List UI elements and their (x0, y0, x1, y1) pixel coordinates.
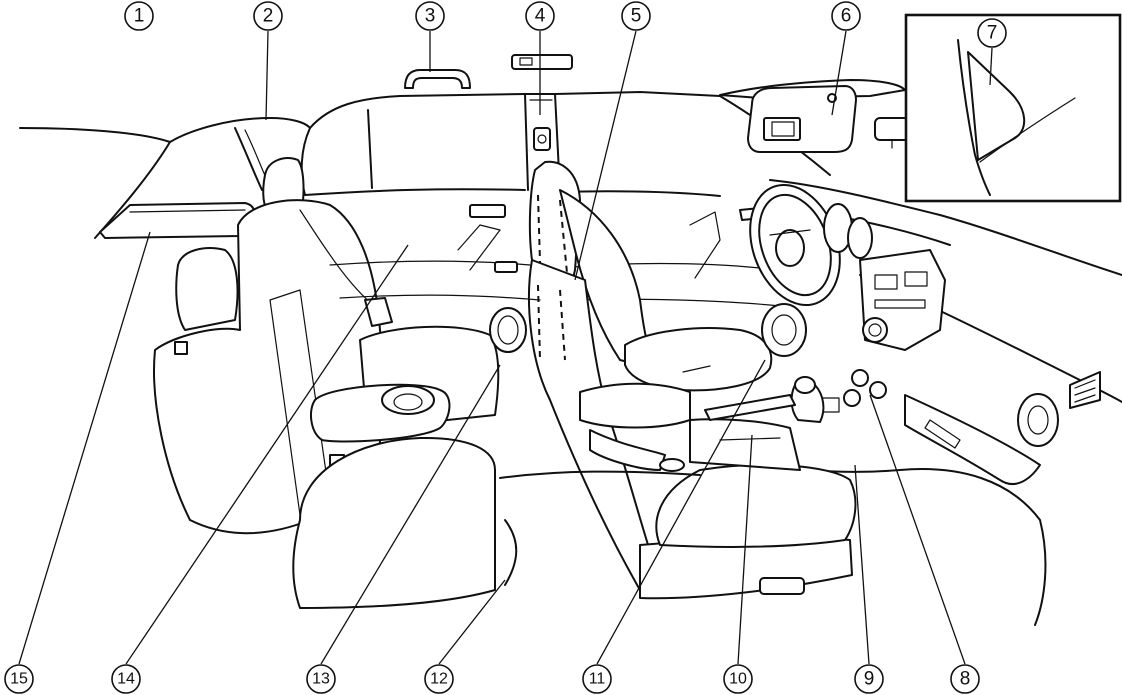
callout-1-label: 1 (134, 6, 145, 27)
center-console-panel (814, 249, 946, 413)
front-cup-holder (659, 458, 685, 472)
instrument-cluster (823, 203, 873, 259)
callout-8-label: 8 (960, 669, 971, 690)
front-passenger-seat (528, 259, 857, 600)
callout-3: 3 (415, 1, 445, 31)
callout-9-label: 9 (864, 669, 875, 690)
callout-7: 7 (977, 18, 1007, 48)
callout-9: 9 (854, 664, 884, 694)
rear-parcel-shelf (99, 202, 256, 239)
glove-box-area (904, 394, 1041, 485)
callout-3-label: 3 (425, 6, 436, 27)
passenger-air-vent (1017, 371, 1101, 447)
callout-10: 10 (723, 664, 753, 694)
callout-13-label: 13 (312, 671, 330, 688)
callout-4-label: 4 (535, 6, 546, 27)
callout-7-label: 7 (987, 23, 998, 44)
callout-6-label: 6 (841, 6, 852, 27)
center-pillar-b (529, 99, 553, 151)
callout-4: 4 (525, 1, 555, 31)
rear-seat-headrest-left (175, 247, 239, 331)
callout-6: 6 (831, 1, 861, 31)
callout-12: 12 (424, 664, 454, 694)
callout-15-label: 15 (10, 671, 28, 688)
callout-10-label: 10 (729, 671, 747, 688)
rear-door-panel (329, 204, 541, 301)
front-door-speaker (761, 303, 807, 357)
callout-2: 2 (253, 1, 283, 31)
callout-15: 15 (4, 664, 34, 694)
callout-11-label: 11 (589, 671, 606, 688)
sun-visor (719, 79, 906, 153)
callout-14-label: 14 (117, 671, 135, 688)
assist-grip (404, 69, 471, 89)
callout-8: 8 (950, 664, 980, 694)
parking-brake (704, 394, 796, 421)
rear-armrest (309, 383, 451, 443)
leader-lines (18, 30, 993, 665)
callout-11: 11 (582, 664, 612, 694)
callout-13: 13 (306, 664, 336, 694)
steering-wheel (749, 183, 841, 307)
callout-5-label: 5 (631, 6, 642, 27)
inset-detail-box (904, 13, 1122, 203)
rear-map-light (511, 54, 573, 70)
callout-2-label: 2 (263, 6, 274, 27)
rear-floor (499, 470, 701, 586)
callout-5: 5 (621, 1, 651, 31)
callout-12-label: 12 (430, 671, 448, 688)
rearview-mirror (874, 117, 910, 149)
callout-1: 1 (124, 1, 154, 31)
callout-14: 14 (111, 664, 141, 694)
center-console (689, 376, 825, 471)
rear-door-speaker (489, 307, 527, 353)
